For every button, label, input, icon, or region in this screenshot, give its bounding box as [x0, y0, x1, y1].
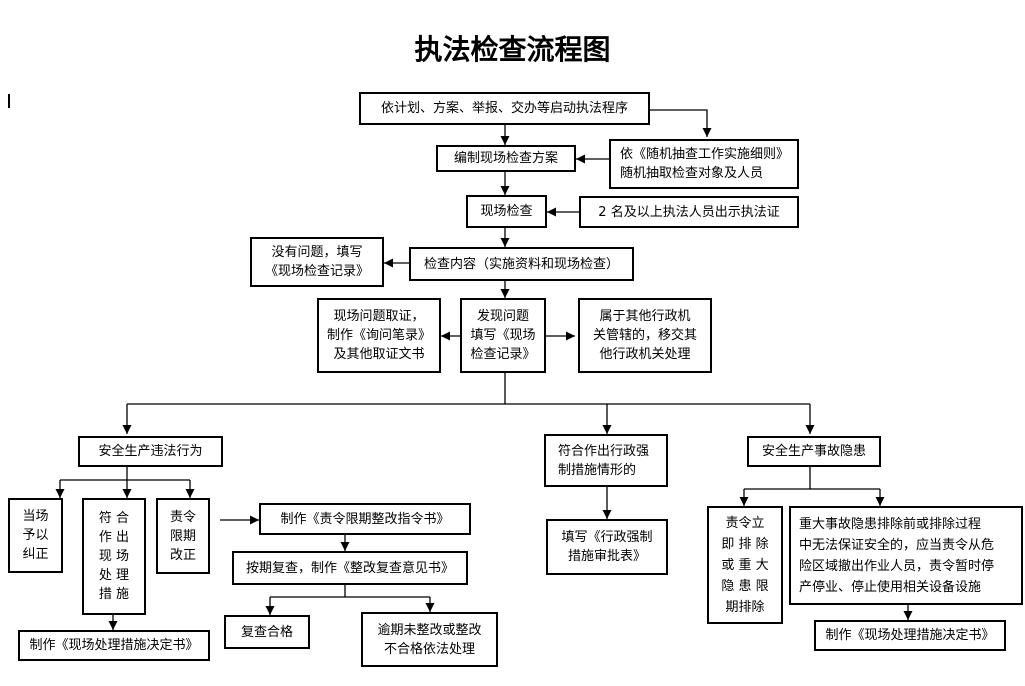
node-recheck-qualified: 复查合格: [224, 615, 310, 649]
node-order-correct: 责令 限期 改正: [156, 498, 210, 574]
node-eliminate-hazard: 责令立 即 排 除 或 重 大 隐 患 限 期排除: [707, 506, 783, 624]
node-evidence: 现场问题取证， 制作《询问笔录》 及其他取证文书: [317, 298, 441, 373]
node-coercive-measures: 符合作出行政强 制措施情形的: [544, 434, 668, 487]
node-onsite-measures: 符 合 作 出 现 场 处 理 措 施: [82, 498, 146, 615]
node-problem-found: 发现问题 填写《现场 检查记录》: [460, 298, 546, 373]
node-overdue: 逾期未整改或整改 不合格依法处理: [361, 612, 498, 667]
node-start: 依计划、方案、举报、交办等启动执法程序: [359, 92, 650, 125]
node-random-selection: 依《随机抽查工作实施细则》 随机抽取检查对象及人员: [609, 139, 799, 189]
node-plan: 编制现场检查方案: [436, 145, 576, 172]
node-measure-doc-left: 制作《现场处理措施决定书》: [18, 630, 210, 661]
node-recheck: 按期复查，制作《整改复查意见书》: [232, 551, 468, 585]
node-major-hazard: 重大事故隐患排除前或排除过程 中无法保证安全的，应当责令从危 险区域撤出作业人员…: [789, 506, 1023, 605]
node-onsite-inspection: 现场检查: [466, 195, 547, 228]
node-correct-onsite: 当场 予以 纠正: [8, 498, 63, 573]
arrow-start-random: [650, 109, 712, 137]
node-no-problem: 没有问题，填写 《现场检查记录》: [250, 237, 384, 287]
node-show-certificate: 2 名及以上执法人员出示执法证: [579, 196, 799, 228]
node-measure-doc-right: 制作《现场处理措施决定书》: [814, 620, 1006, 651]
node-transfer: 属于其他行政机 关管辖的，移交其 他行政机关处理: [578, 298, 712, 373]
node-order-doc: 制作《责令限期整改指令书》: [259, 503, 471, 535]
node-violation: 安全生产违法行为: [78, 436, 223, 467]
node-hazard: 安全生产事故隐患: [747, 436, 881, 467]
node-inspection-content: 检查内容（实施资料和现场检查）: [409, 247, 634, 281]
text-cursor: [8, 94, 10, 108]
page-title: 执法检查流程图: [414, 33, 611, 66]
node-coercive-form: 填写《行政强制 措施审批表》: [546, 519, 668, 575]
